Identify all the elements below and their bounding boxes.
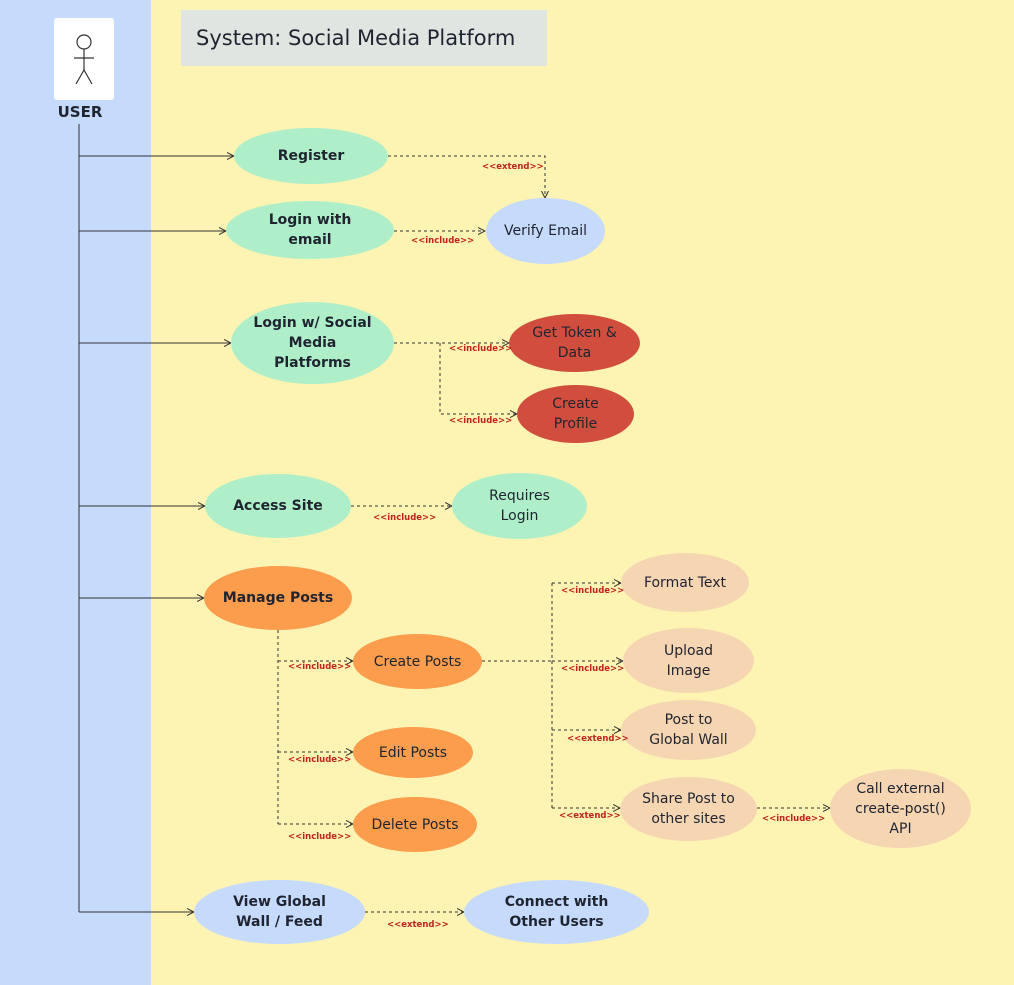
system-title: System: Social Media Platform: [181, 10, 547, 66]
usecase-create-posts[interactable]: Create Posts: [353, 634, 482, 689]
actor-label: USER: [57, 103, 103, 121]
relation-label-extend: <<extend>>: [482, 162, 544, 172]
usecase-upload-image[interactable]: Upload Image: [623, 628, 754, 693]
usecase-call-api[interactable]: Call external create-post() API: [830, 769, 971, 848]
relation-label-include: <<include>>: [449, 344, 513, 354]
relation-label-include: <<include>>: [288, 755, 352, 765]
rel-register-verify: [388, 155, 545, 198]
rel-social-profile: [439, 343, 517, 414]
usecase-get-token[interactable]: Get Token & Data: [509, 314, 640, 372]
usecase-login-email[interactable]: Login with email: [226, 201, 394, 259]
relation-label-include: <<include>>: [288, 662, 352, 672]
usecase-register[interactable]: Register: [234, 128, 388, 184]
relation-label-include: <<include>>: [288, 832, 352, 842]
actor-panel: [0, 0, 151, 985]
relation-label-include: <<include>>: [449, 416, 513, 426]
stick-figure-icon: [74, 34, 94, 85]
relation-label-include: <<include>>: [411, 236, 475, 246]
relation-label-extend: <<extend>>: [387, 920, 449, 930]
usecase-delete-posts[interactable]: Delete Posts: [353, 797, 477, 852]
usecase-edit-posts[interactable]: Edit Posts: [353, 727, 473, 778]
relation-label-extend: <<extend>>: [559, 811, 621, 821]
usecase-requires-login[interactable]: Requires Login: [452, 473, 587, 539]
usecase-create-profile[interactable]: Create Profile: [517, 385, 634, 443]
usecase-manage-posts[interactable]: Manage Posts: [204, 566, 352, 630]
usecase-post-global-wall[interactable]: Post to Global Wall: [621, 700, 756, 760]
usecase-verify-email[interactable]: Verify Email: [486, 198, 605, 264]
relation-label-include: <<include>>: [373, 513, 437, 523]
usecase-format-text[interactable]: Format Text: [621, 553, 749, 612]
usecase-connect-users[interactable]: Connect with Other Users: [464, 880, 649, 944]
actor-card: [54, 18, 114, 100]
relation-label-extend: <<extend>>: [567, 734, 629, 744]
usecase-view-global-wall[interactable]: View Global Wall / Feed: [194, 880, 365, 944]
relation-label-include: <<include>>: [561, 664, 625, 674]
relation-label-include: <<include>>: [762, 814, 826, 824]
usecase-access-site[interactable]: Access Site: [205, 474, 351, 538]
relation-label-include: <<include>>: [561, 586, 625, 596]
usecase-login-social[interactable]: Login w/ Social Media Platforms: [231, 302, 394, 384]
usecase-share-post[interactable]: Share Post to other sites: [620, 777, 757, 841]
